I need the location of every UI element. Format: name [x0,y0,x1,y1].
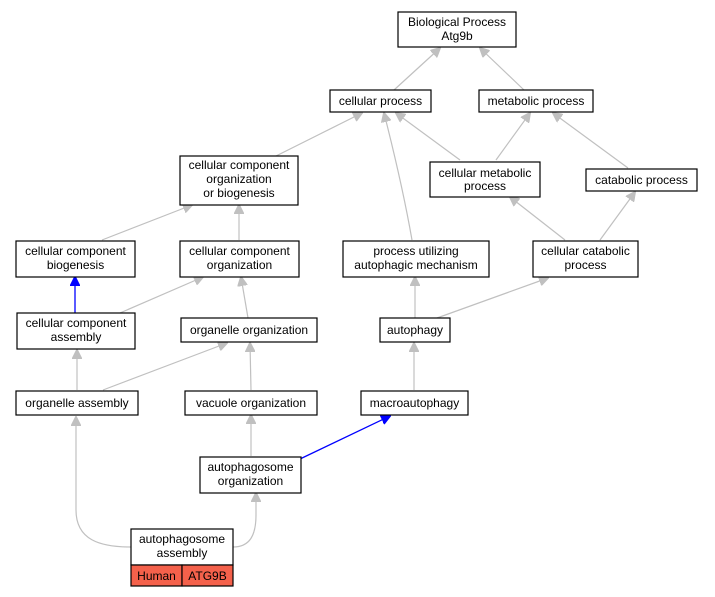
edge-cellular-catabolic-to-cellular-metabolic [510,197,566,241]
node-label-line: cellular component [189,158,290,172]
node-macroautophagy[interactable]: macroautophagy [360,390,469,416]
edge-cellular-metabolic-to-metabolic [495,113,530,161]
node-organelle-organization[interactable]: organelle organization [180,317,318,343]
node-label-line: cellular catabolic [541,244,630,258]
node-label-line: autophagy [387,323,443,337]
nodes: Biological Process Atg9b cellular proces… [15,11,698,587]
edge-cc-biogenesis-to-ccob [101,205,192,241]
node-label-line: organization [218,474,283,488]
node-catabolic-process[interactable]: catabolic process [585,168,698,192]
node-label-line: organelle assembly [25,396,128,410]
edge-cellular-process-to-root [393,48,440,91]
gene-tag-row: Human ATG9B [130,564,234,587]
node-label-line: autophagosome [207,460,293,474]
node-label-line: Biological Process [408,15,506,29]
edge-vacuole-organization-to-organelle-organization [250,343,251,391]
node-label-line: macroautophagy [370,396,459,410]
edge-autophagy-to-cellular-catabolic [436,278,548,319]
node-label-line: cellular metabolic [439,166,532,180]
node-label-line: process [564,258,606,272]
edge-metabolic-process-to-root [480,48,525,91]
edge-autophagosome-organization-to-macroautophagy [299,416,390,460]
gene-tag-label: ATG9B [188,569,226,583]
node-label-line: process utilizing [373,244,458,258]
node-autophagy[interactable]: autophagy [379,317,451,343]
node-label-line: process [464,179,506,193]
node-label-line: assembly [157,546,208,560]
node-vacuole-organization[interactable]: vacuole organization [184,390,318,416]
species-tag-label: Human [137,569,176,583]
node-autophagosome-organization[interactable]: autophagosome organization [199,456,302,494]
node-cellular-component-assembly[interactable]: cellular component assembly [16,312,136,350]
node-label-line: cellular component [26,316,127,330]
node-label-line: organization [207,258,272,272]
node-label-line: or biogenesis [203,186,274,200]
node-cellular-component-organization-or-biogenesis[interactable]: cellular component organization or bioge… [179,155,299,206]
node-label-line: catabolic process [595,173,688,187]
node-label-line: cellular component [25,244,126,258]
node-cellular-metabolic-process[interactable]: cellular metabolic process [429,161,541,198]
node-cellular-process[interactable]: cellular process [329,89,432,113]
edge-cellular-catabolic-to-catabolic [599,192,635,241]
node-label-line: metabolic process [488,94,585,108]
gene-tag [181,564,234,587]
node-label-line: organization [206,172,271,186]
node-label-line: biogenesis [47,258,104,272]
node-cellular-catabolic-process[interactable]: cellular catabolic process [532,240,639,278]
edge-ccob-to-cellular-process [275,113,362,157]
node-autophagosome-assembly[interactable]: autophagosome assembly Human ATG9B [130,528,234,587]
edge-process-utilizing-to-cellular-process [384,113,413,241]
node-label-line: assembly [51,330,102,344]
node-cellular-component-biogenesis[interactable]: cellular component biogenesis [15,240,136,278]
node-label-line: autophagic mechanism [354,258,477,272]
node-cellular-component-organization[interactable]: cellular component organization [179,240,300,278]
node-label-line: autophagosome [139,532,225,546]
node-label-line: organelle organization [190,323,308,337]
edge-catabolic-to-metabolic [553,113,629,169]
node-metabolic-process[interactable]: metabolic process [478,89,594,113]
node-label-line: Atg9b [441,29,473,43]
edges [75,48,635,548]
edge-organelle-assembly-to-organelle-organization [102,343,227,391]
node-label-line: vacuole organization [196,396,306,410]
node-biological-process-atg9b[interactable]: Biological Process Atg9b [397,11,517,48]
node-process-utilizing-autophagic-mechanism[interactable]: process utilizing autophagic mechanism [342,240,490,278]
edge-cc-assembly-to-cc-organization [119,277,203,314]
edge-cellular-metabolic-to-cellular-process [396,113,461,161]
edge-organelle-organization-to-cc-organization [241,277,249,319]
edge-autophagosome-assembly-to-organelle-assembly [76,417,132,548]
node-label-line: cellular component [189,244,290,258]
edge-autophagosome-assembly-to-autophagosome-organization [232,493,256,548]
node-label-line: cellular process [339,94,422,108]
node-organelle-assembly[interactable]: organelle assembly [15,390,139,416]
